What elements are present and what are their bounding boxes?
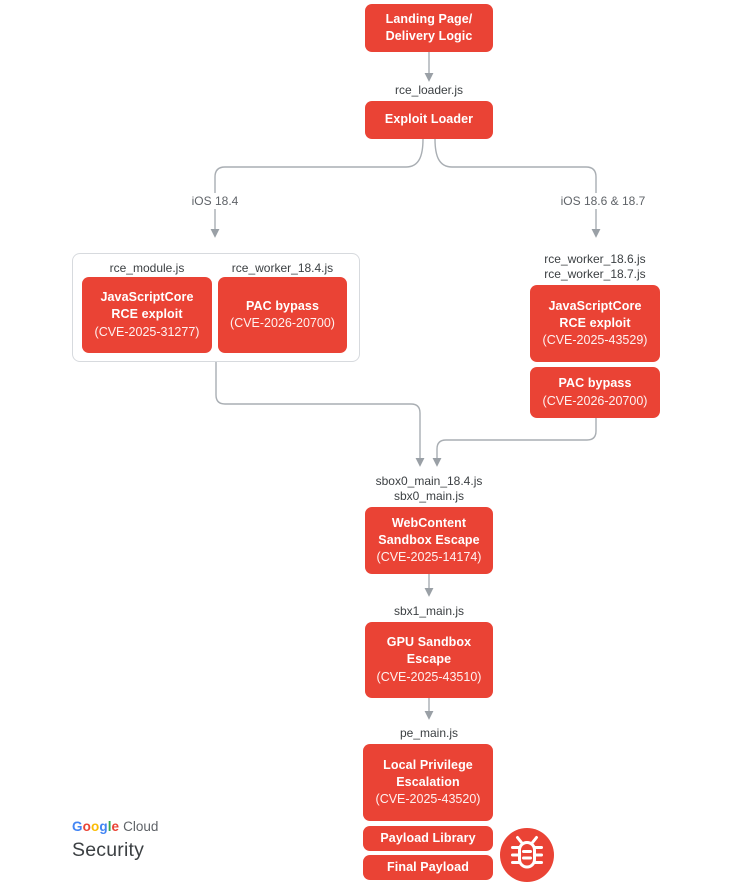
node-jsc-rce-exploit-right-cve: (CVE-2025-43529) [542,333,648,348]
node-lpe-cve: (CVE-2025-43520) [375,792,481,807]
google-letter-g1: G [72,819,83,834]
cloud-wordmark: Cloud [123,819,159,834]
node-pac-bypass-left: PAC bypass (CVE-2026-20700) [218,277,347,353]
file-label-rce-loader: rce_loader.js [394,83,464,97]
node-jsc-rce-exploit-right: JavaScriptCore RCE exploit (CVE-2025-435… [530,285,660,362]
node-local-privilege-escalation: Local Privilege Escalation (CVE-2025-435… [363,744,493,821]
node-webcontent-title: WebContent Sandbox Escape [378,515,480,547]
node-pac-bypass-left-cve: (CVE-2026-20700) [230,316,335,330]
file-label-pe: pe_main.js [399,726,459,740]
node-pac-bypass-right-cve: (CVE-2026-20700) [542,393,648,408]
node-payload-library-label: Payload Library [380,830,476,845]
file-label-sbx1: sbx1_main.js [393,604,465,618]
node-landing-page-label: Landing Page/ Delivery Logic [385,11,473,43]
node-pac-bypass-left-title: PAC bypass [245,298,319,313]
google-letter-g2: g [99,819,108,834]
node-gpu-sandbox-escape: GPU Sandbox Escape (CVE-2025-43510) [365,622,493,698]
node-jsc-rce-exploit-left-cve: (CVE-2025-31277) [94,324,200,339]
node-webcontent-sandbox-escape: WebContent Sandbox Escape (CVE-2025-1417… [365,507,493,574]
node-jsc-rce-exploit-right-title: JavaScriptCore RCE exploit [548,298,642,330]
node-jsc-rce-exploit-left-title: JavaScriptCore RCE exploit [100,290,194,322]
node-pac-bypass-right-title: PAC bypass [558,376,632,391]
node-gpu-cve: (CVE-2025-43510) [376,669,482,684]
security-wordmark: Security [72,838,145,861]
google-letter-o1: o [82,819,91,834]
node-final-payload-label: Final Payload [387,859,469,874]
node-gpu-title: GPU Sandbox Escape [386,635,472,667]
google-letter-l: l [107,819,112,834]
google-letter-o2: o [90,819,100,834]
file-label-rce-worker-18-4: rce_worker_18.4.js [231,261,334,275]
file-label-rce-module: rce_module.js [109,261,185,275]
branch-label-ios-18-4: iOS 18.4 [185,193,245,209]
node-pac-bypass-right: PAC bypass (CVE-2026-20700) [530,367,660,418]
bug-icon [500,828,554,882]
file-label-sbox0: sbox0_main_18.4.js sbx0_main.js [375,474,483,503]
branch-label-ios-18-6-18-7: iOS 18.6 & 18.7 [549,193,657,209]
node-final-payload: Final Payload [363,855,493,880]
google-letter-e: e [111,819,120,834]
node-exploit-loader-label: Exploit Loader [384,112,474,127]
node-exploit-loader: Exploit Loader [365,101,493,139]
file-label-rce-worker-right: rce_worker_18.6.js rce_worker_18.7.js [544,252,646,281]
node-landing-page: Landing Page/ Delivery Logic [365,4,493,52]
node-webcontent-cve: (CVE-2025-14174) [376,550,482,565]
node-payload-library: Payload Library [363,826,493,851]
node-jsc-rce-exploit-left: JavaScriptCore RCE exploit (CVE-2025-312… [82,277,212,353]
node-lpe-title: Local Privilege Escalation [383,757,473,789]
